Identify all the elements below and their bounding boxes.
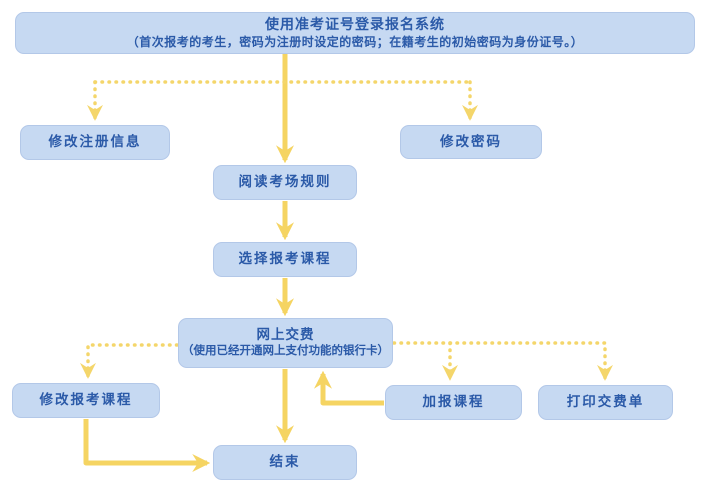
node-select-courses-label: 选择报考课程 (238, 251, 332, 267)
node-end-label: 结束 (269, 454, 301, 470)
node-print-payment-slip: 打印交费单 (538, 385, 673, 420)
node-login-system: 使用准考证号登录报名系统 （首次报考的考生，密码为注册时设定的密码；在籍考生的初… (15, 12, 695, 54)
node-change-password-label: 修改密码 (440, 133, 502, 149)
node-read-rules-label: 阅读考场规则 (238, 174, 332, 190)
node-add-courses-label: 加报课程 (422, 394, 485, 410)
node-login-subtitle: （首次报考的考生，密码为注册时设定的密码；在籍考生的初始密码为身份证号。） (126, 35, 584, 50)
node-modify-registration-label: 修改注册信息 (48, 134, 142, 150)
connector-addcourse-to-payment (314, 370, 384, 406)
node-online-payment-subtitle: （使用已经开通网上支付功能的银行卡） (182, 345, 389, 358)
node-end: 结束 (213, 445, 357, 480)
node-change-password: 修改密码 (400, 125, 542, 159)
connector-modifycourse-to-end (83, 419, 211, 472)
node-add-courses: 加报课程 (385, 385, 522, 420)
connector-dotted-to-printslip (392, 341, 613, 381)
node-select-courses: 选择报考课程 (213, 242, 357, 277)
node-online-payment: 网上交费 （使用已经开通网上支付功能的银行卡） (178, 318, 393, 368)
node-print-payment-slip-label: 打印交费单 (566, 394, 645, 410)
node-online-payment-title: 网上交费 (256, 327, 315, 343)
node-modify-courses-label: 修改报考课程 (39, 392, 133, 408)
node-modify-courses: 修改报考课程 (12, 383, 160, 418)
node-login-title: 使用准考证号登录报名系统 (265, 16, 445, 33)
node-modify-registration: 修改注册信息 (20, 125, 170, 160)
connector-dotted-to-modifycourse (80, 343, 179, 379)
node-read-rules: 阅读考场规则 (213, 165, 357, 200)
